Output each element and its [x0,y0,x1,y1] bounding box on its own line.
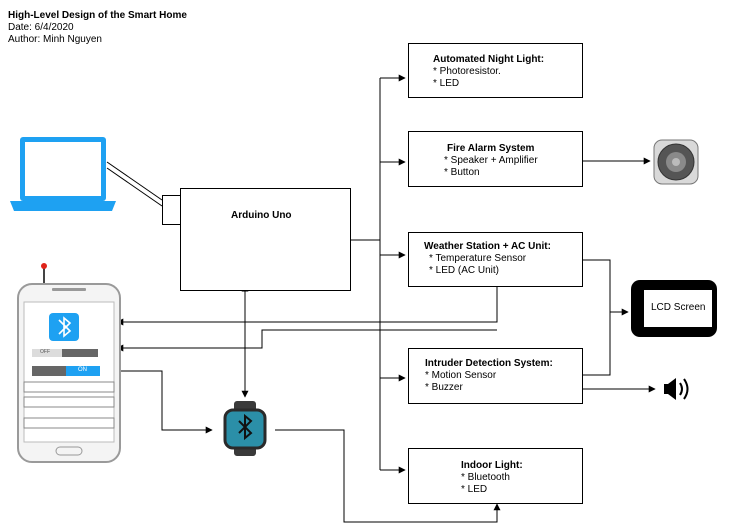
weather-station-box: Weather Station + AC Unit: * Temperature… [408,232,583,287]
diagram-date: Date: 6/4/2020 [8,22,74,33]
diagram-author: Author: Minh Nguyen [8,34,102,45]
indoor-light-item: * LED [461,484,488,495]
night-light-item: * LED [433,78,460,89]
lcd-screen-label: LCD Screen [651,302,706,313]
intruder-detection-box: Intruder Detection System: * Motion Sens… [408,348,583,404]
intruder-detection-item: * Motion Sensor [425,370,497,381]
intruder-detection-item: * Buzzer [425,382,463,393]
fire-alarm-box: Fire Alarm System * Speaker + Amplifier … [408,131,583,187]
indoor-light-title: Indoor Light: [461,460,523,471]
buzzer-icon [664,378,689,400]
fire-alarm-title: Fire Alarm System [447,143,535,154]
speaker-icon [653,139,699,185]
arduino-uno-box: Arduino Uno [180,188,351,291]
weather-station-item: * Temperature Sensor [429,253,527,264]
toggle-on-label: ON [78,367,87,373]
smartwatch-icon [223,401,267,456]
diagram-title: High-Level Design of the Smart Home [8,10,187,21]
arduino-uno-title: Arduino Uno [231,210,292,221]
indoor-light-box: Indoor Light: * Bluetooth * LED [408,448,583,504]
night-light-title: Automated Night Light: [433,54,545,65]
night-light-item: * Photoresistor. [433,66,501,77]
lcd-screen-icon [631,280,717,337]
phone-icon [17,263,121,463]
weather-station-item: * LED (AC Unit) [429,265,500,276]
night-light-box: Automated Night Light: * Photoresistor. … [408,43,583,98]
diagram-header: High-Level Design of the Smart Home Date… [8,10,187,46]
indoor-light-item: * Bluetooth [461,472,510,483]
laptop-icon [10,137,116,211]
intruder-detection-title: Intruder Detection System: [425,358,553,369]
fire-alarm-item: * Speaker + Amplifier [444,155,538,166]
toggle-off-label: OFF [40,349,50,355]
fire-alarm-item: * Button [444,167,480,178]
weather-station-title: Weather Station + AC Unit: [424,241,551,252]
